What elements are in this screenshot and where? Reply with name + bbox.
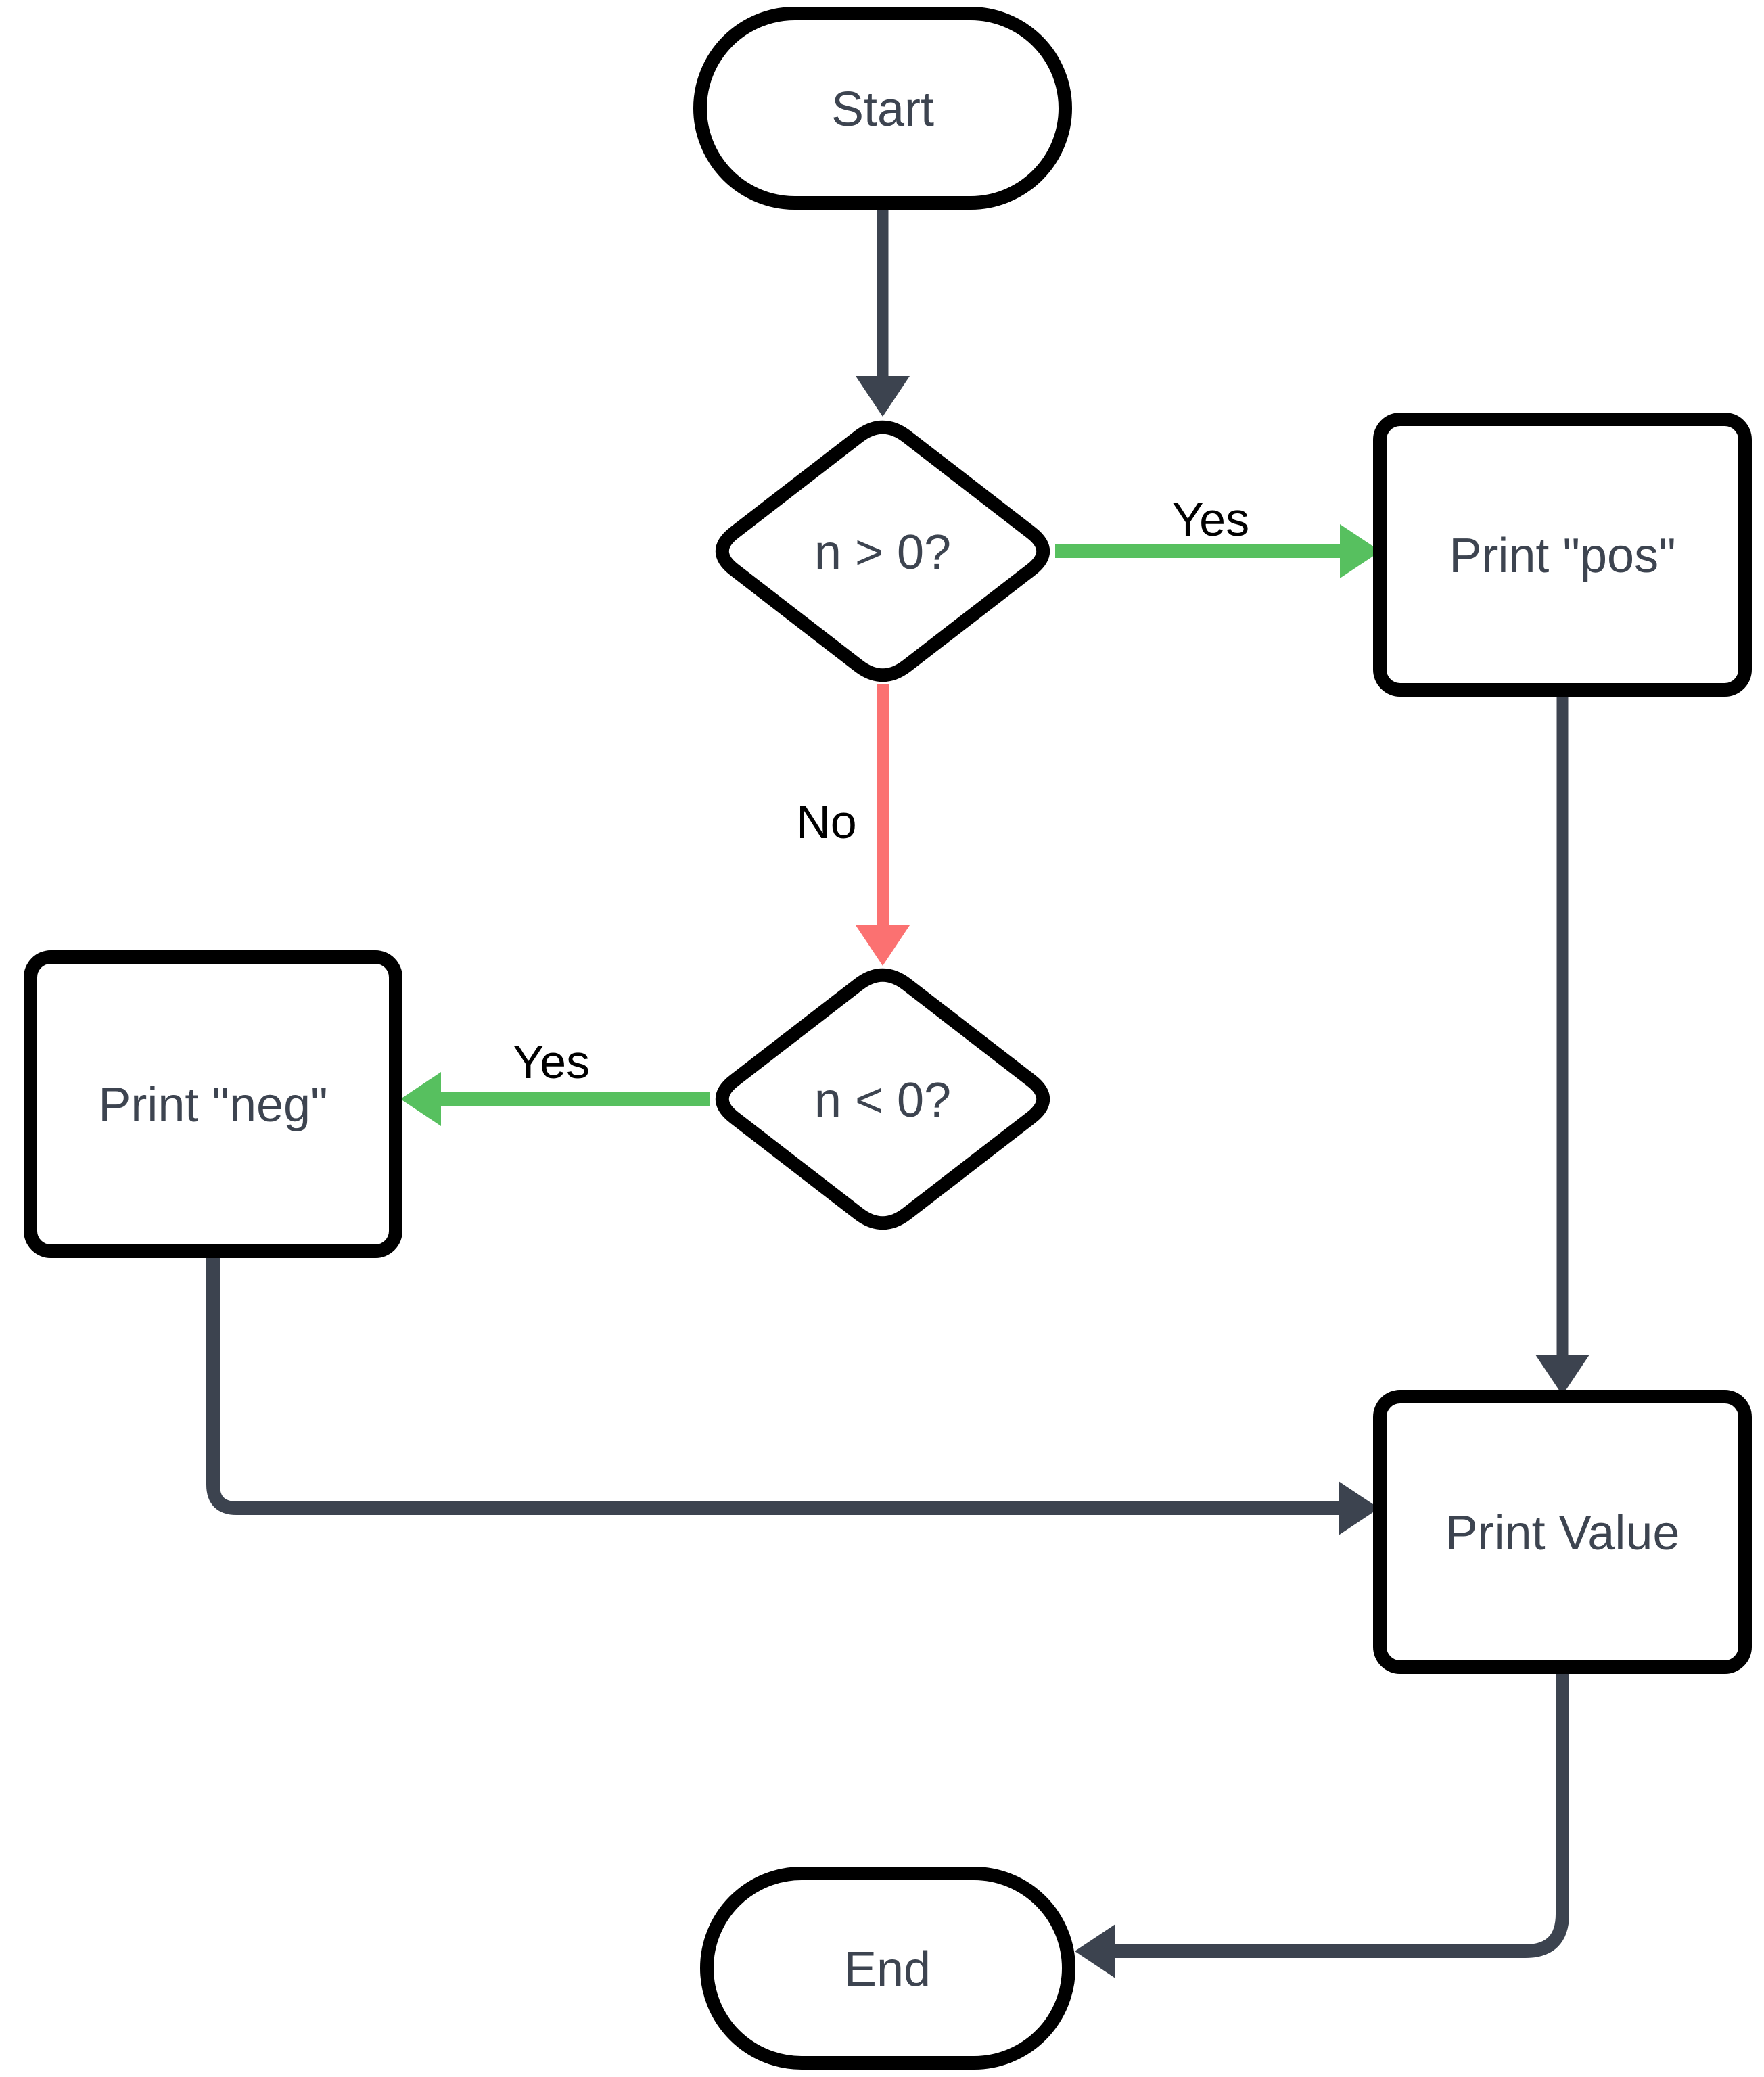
node-decision-negative: n < 0? [716,968,1050,1230]
edge-decision-negative-yes: Yes [400,1035,710,1126]
arrowhead-right-icon [1339,1481,1379,1535]
edge-print-value-to-end [1075,1668,1569,1978]
node-print-pos: Print "pos" [1373,413,1752,697]
edge-label-no: No [796,795,856,848]
arrowhead-down-icon [856,925,910,966]
edge-print-value-to-end-line [1113,1668,1569,1958]
edge-print-neg-to-print-value [206,1251,1379,1535]
edge-start-to-decision-positive [856,203,910,417]
node-end-label: End [844,1942,931,1997]
node-print-pos-label: Print "pos" [1449,529,1675,583]
node-decision-negative-label: n < 0? [814,1073,951,1127]
node-print-neg: Print "neg" [24,950,402,1258]
edge-print-neg-to-print-value-line [206,1251,1341,1515]
node-print-value-label: Print Value [1445,1506,1680,1560]
node-print-value: Print Value [1373,1390,1752,1674]
arrowhead-left-icon [1075,1924,1115,1978]
edge-label-yes-2: Yes [513,1035,590,1088]
arrowhead-down-icon [856,376,910,417]
arrowhead-right-icon [1340,524,1380,578]
edge-decision-positive-yes: Yes [1055,493,1380,578]
node-decision-positive-label: n > 0? [814,526,951,580]
edge-decision-positive-no: No [796,684,910,966]
edge-label-yes-1: Yes [1172,493,1249,546]
node-decision-positive-shape [716,420,1050,682]
node-end: End [700,1867,1075,2070]
node-print-neg-shape [24,950,402,1258]
node-start-shape [693,7,1072,210]
node-end-shape [700,1867,1075,2070]
node-print-neg-label: Print "neg" [98,1078,327,1132]
node-decision-positive: n > 0? [716,420,1050,682]
node-decision-negative-shape [716,968,1050,1230]
node-print-pos-shape [1373,413,1752,697]
arrowhead-down-icon [1535,1355,1589,1395]
edge-print-pos-to-print-value [1535,690,1589,1395]
node-print-value-shape [1373,1390,1752,1674]
node-start: Start [693,7,1072,210]
arrowhead-left-icon [400,1072,441,1126]
node-start-label: Start [831,83,934,137]
